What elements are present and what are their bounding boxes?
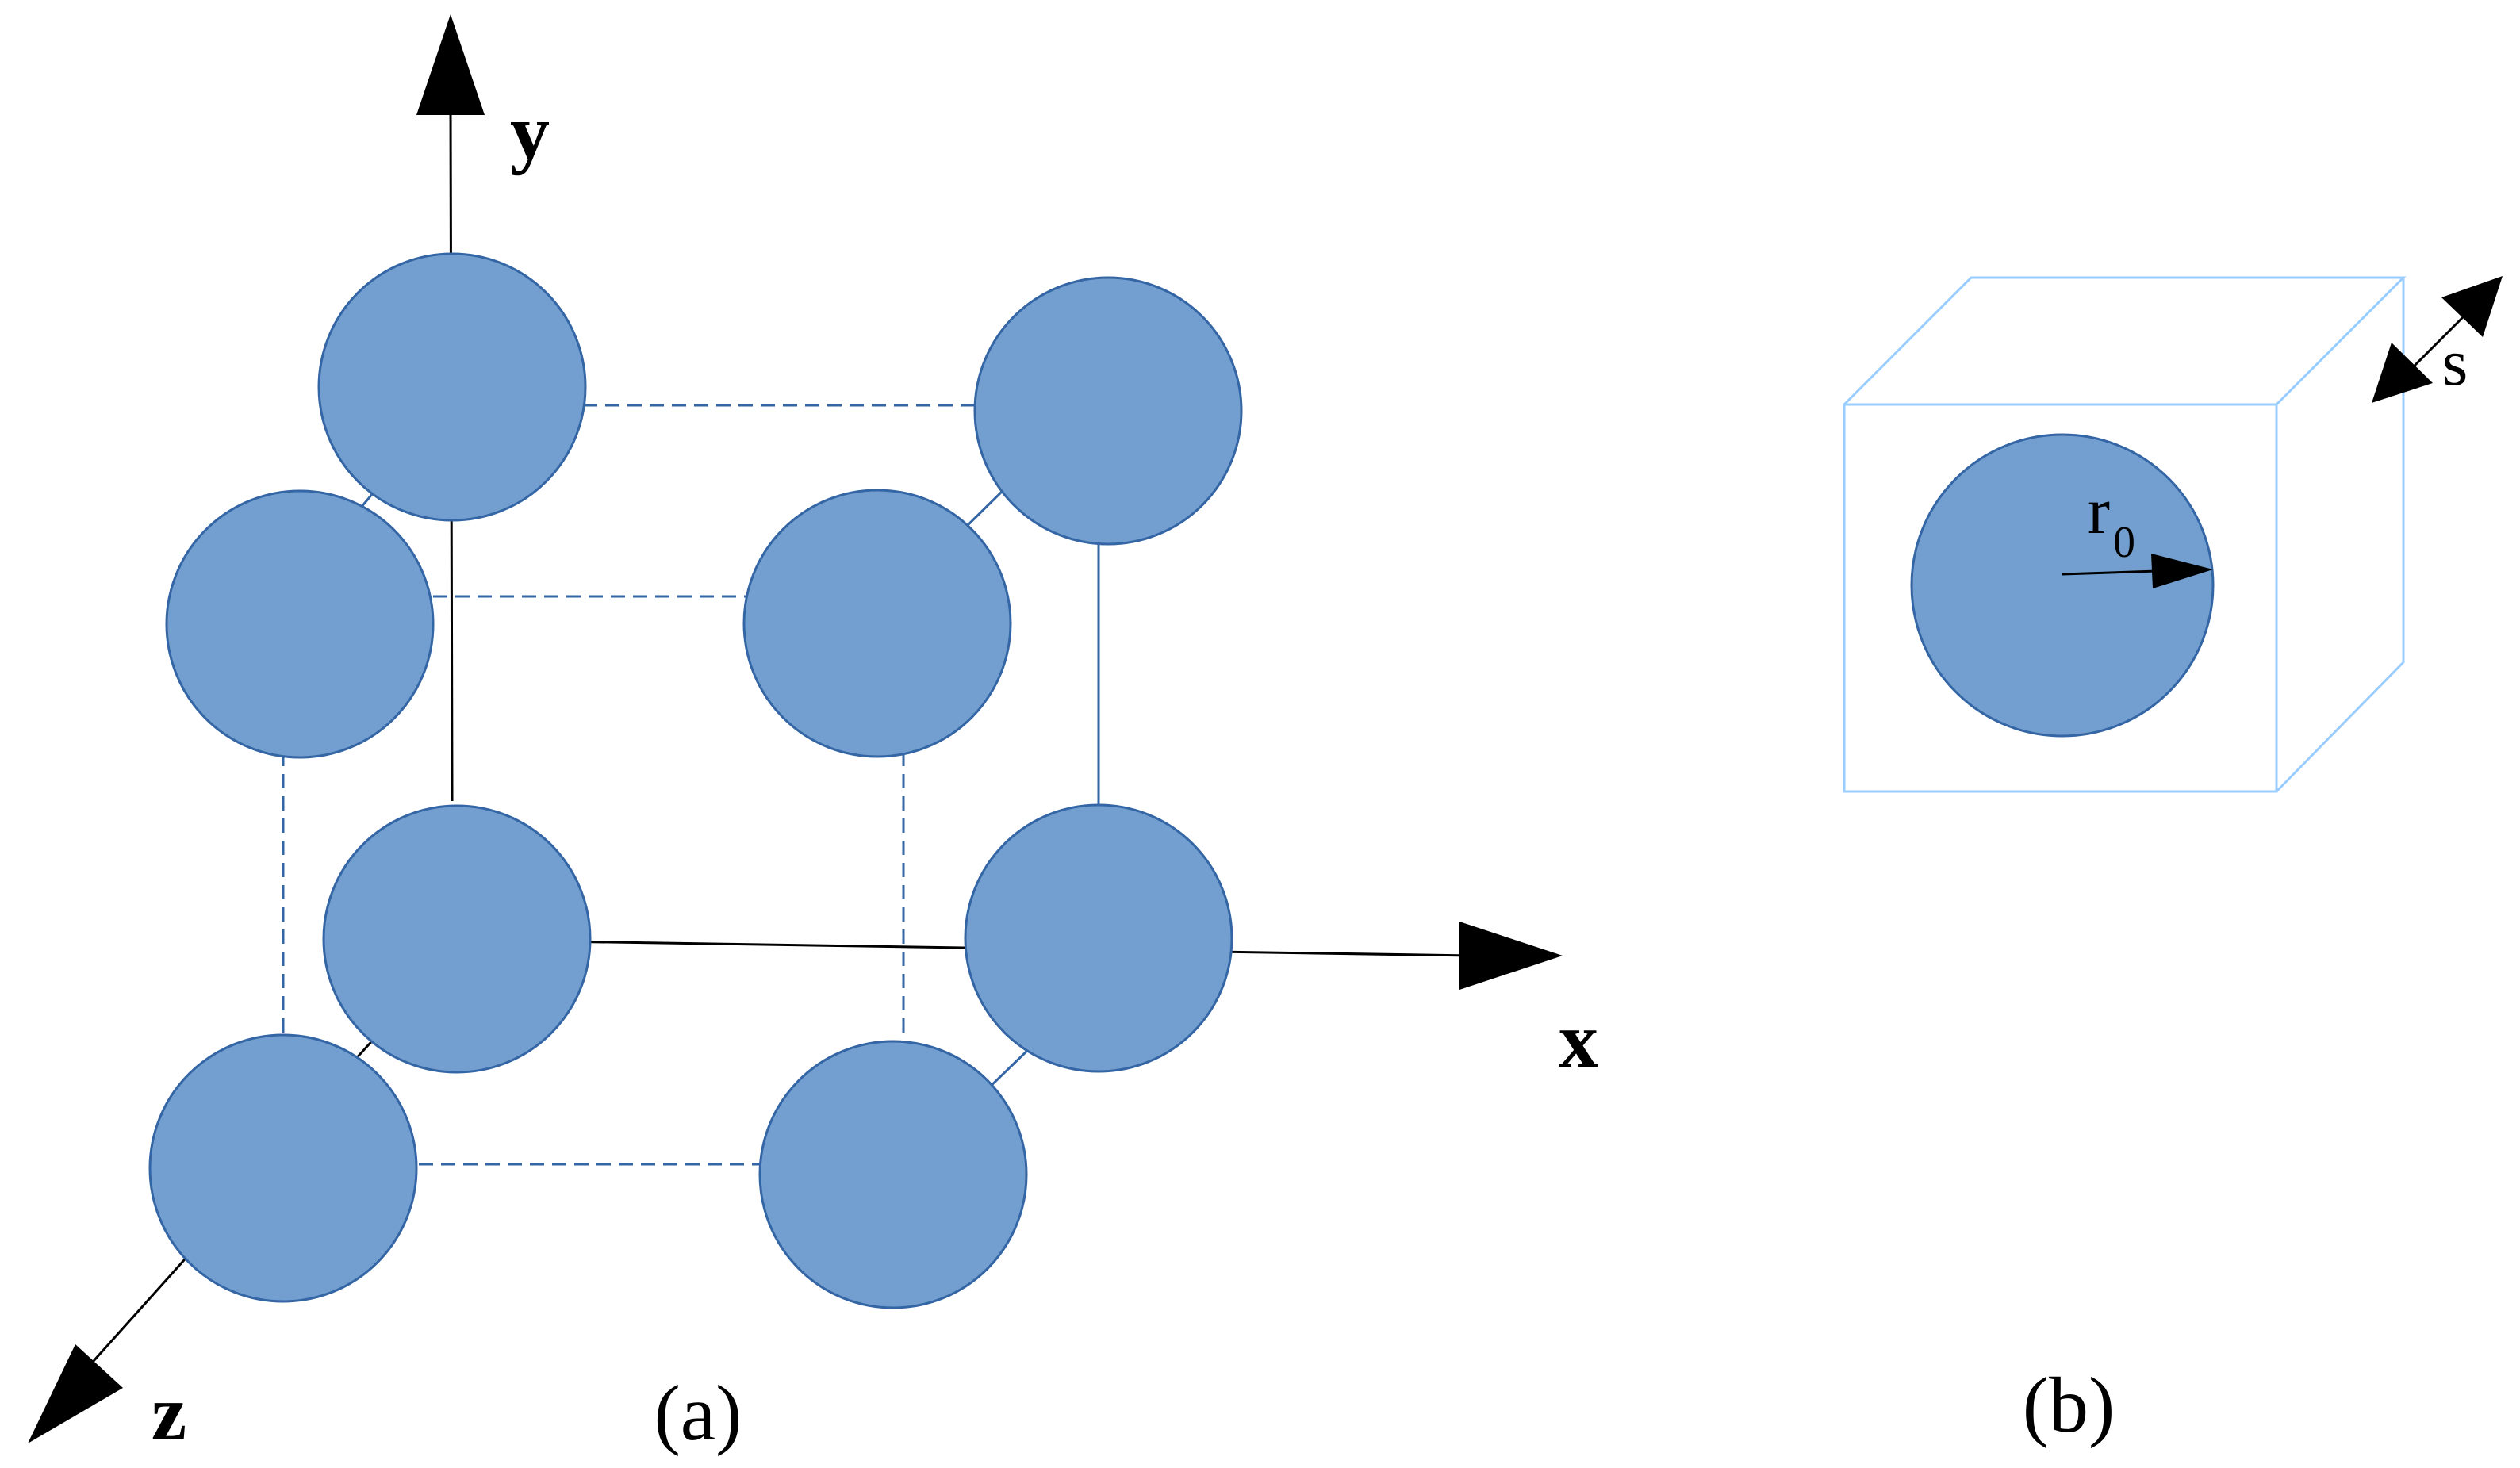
unit-cell-box: [1843, 276, 2407, 793]
z-axis-arrowhead: [28, 1344, 123, 1443]
spacing-label: s: [2442, 326, 2468, 400]
spacing-arrowhead-lower: [2372, 343, 2433, 403]
panel-a: y x z (a): [28, 14, 1598, 1457]
unit-cell-sphere: [1910, 433, 2215, 738]
radius-subscript: 0: [2113, 518, 2135, 567]
sphere-top-back-right: [973, 276, 1243, 546]
sphere-top-front-right: [742, 489, 1012, 758]
x-axis-label: x: [1559, 996, 1598, 1084]
y-axis-label: y: [510, 88, 550, 176]
x-axis-arrowhead: [1459, 922, 1563, 990]
box-top-face: [1843, 276, 2407, 406]
spacing-arrowhead-upper: [2441, 276, 2503, 337]
panel-b-caption: (b): [2023, 1361, 2115, 1449]
sphere-bottom-front-right: [758, 1040, 1028, 1309]
z-axis-line: [86, 1251, 192, 1370]
coordinate-axes: [28, 14, 1563, 1443]
box-side-face: [2275, 278, 2405, 793]
sphere-top-front-left: [165, 489, 435, 759]
x-axis-line: [455, 938, 1472, 957]
radius-arrowhead: [2151, 554, 2213, 588]
radius-symbol: r: [2088, 474, 2110, 548]
z-axis-label: z: [152, 1369, 186, 1457]
box-front-face: [1843, 403, 2278, 793]
panel-a-caption: (a): [654, 1369, 742, 1457]
sphere-bottom-front-left: [148, 1033, 418, 1303]
lattice-spheres: [148, 252, 1243, 1309]
radius-arrow-line: [2062, 569, 2158, 576]
panel-b: r0 s (b): [1843, 276, 2503, 1449]
radius-label: r0: [2088, 474, 2135, 567]
sphere-top-back-left: [317, 252, 587, 522]
y-axis-arrowhead: [416, 14, 485, 115]
sphere-bottom-back-right: [964, 803, 1233, 1073]
spacing-arrow-line: [2410, 312, 2468, 370]
sphere-bottom-back-left: [322, 804, 592, 1074]
